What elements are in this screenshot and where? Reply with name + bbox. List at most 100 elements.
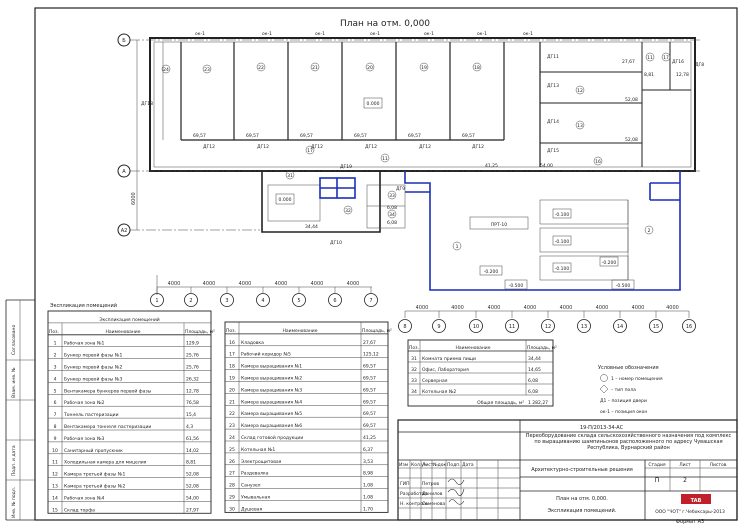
door-dg19: ДГ19 [340, 164, 352, 170]
table-cell: 7 [54, 412, 57, 418]
table-cell: 54,00 [186, 495, 199, 501]
room-mark-16: 16 [595, 159, 601, 165]
area-34: 6,08 [387, 220, 397, 226]
axis-col-11: 11 [509, 324, 515, 330]
table-cell: Серверная [422, 378, 448, 384]
table-cell: 28 [229, 483, 235, 489]
table-header: Площадь, м² [527, 345, 557, 351]
table-cell: Рабочая зона №3 [64, 436, 105, 442]
door-dg15: ДГ15 [547, 148, 559, 154]
axis-col-12: 12 [545, 324, 551, 330]
axis-col-6: 6 [333, 298, 336, 304]
notation-title: Условные обозначения [598, 365, 659, 371]
window-mark-2: ок-1 [262, 31, 272, 37]
dim-6000: 6000 [131, 192, 137, 205]
axis-col-1: 1 [155, 298, 158, 304]
axis-row-b: Б [122, 38, 126, 44]
table-header: Поз. [409, 345, 419, 351]
table-header: Площадь, м² [185, 329, 215, 335]
table-cell: 4,3 [186, 424, 193, 430]
table-cell: Бункер первой фазы №1 [64, 352, 122, 359]
level-hall-3: -0.500 [509, 283, 524, 289]
dim-span-r0: 4000 [416, 305, 429, 311]
tb-role: Разработал [400, 491, 427, 497]
axis-col-13: 13 [581, 324, 587, 330]
table-header: Поз. [226, 328, 236, 334]
door-dg13: ДГ13 [547, 83, 559, 89]
side-stamp-agreed: Согласовано [11, 325, 17, 355]
table-cell: Рабочая зона №2 [64, 400, 105, 406]
room-mark-34: 34 [389, 212, 395, 218]
table-cell: 22 [229, 411, 235, 417]
level-hall-2: -0.500 [616, 283, 631, 289]
tb-sheet-name-2: Экспликация помещений. [548, 507, 617, 514]
room-mark-31: 31 [287, 173, 293, 179]
dim-span-l5: 4000 [347, 281, 360, 287]
table-cell: 4 [54, 376, 57, 382]
table-cell: 129,9 [186, 341, 199, 347]
table-cell: 52,08 [186, 472, 199, 478]
tb-code: 19-П/2013-34-АС [580, 425, 624, 431]
dim-span-l3: 4000 [275, 281, 288, 287]
room-mark-11b: 11 [382, 156, 388, 162]
table-cell: Рабочая зона №1 [64, 341, 105, 347]
table-title: Экспликация помещений [99, 316, 159, 323]
table-cell: 29 [229, 495, 235, 501]
axis-row-a2: А2 [121, 228, 128, 234]
table-cell: 27,67 [363, 340, 376, 346]
notation-item-3: Д1 – позиция двери [600, 398, 647, 404]
axis-col-14: 14 [617, 324, 623, 330]
area-5: 12,78 [676, 72, 689, 78]
table-cell: 25,76 [186, 353, 199, 359]
tb-description: Переоборудование склада сельскохозяйстве… [525, 433, 732, 451]
table-cell: 33 [411, 378, 417, 384]
table-cell: Склад готовой продукции [241, 434, 303, 441]
level-chamber-1: -0.100 [555, 212, 570, 218]
table-cell: 69,57 [363, 411, 376, 417]
dim-span-l0: 4000 [168, 281, 181, 287]
table-cell: 1 [54, 341, 57, 347]
dim-span-r3: 4000 [524, 305, 537, 311]
room-mark-20: 20 [367, 65, 373, 71]
door-dg12b: ДГ12 [257, 144, 269, 150]
axis-row-markers: Б А А2 6000 [117, 33, 138, 237]
axis-lines [130, 39, 700, 231]
door-dg16: ДГ16 [672, 59, 684, 65]
axis-col-10: 10 [473, 324, 479, 330]
table-cell: Комната приема пищи [422, 356, 476, 362]
level-chamber-2: -0.100 [555, 239, 570, 245]
table-header: Поз. [49, 329, 59, 335]
table-cell: 13 [52, 484, 58, 490]
table-cell: 18 [229, 364, 235, 370]
axis-col-16: 16 [686, 324, 692, 330]
table-cell: Камера выращивания №6 [241, 423, 302, 429]
table-cell: 69,57 [363, 364, 376, 370]
axis-col-8: 8 [403, 324, 406, 330]
format-label: Формат А3 [676, 519, 704, 525]
room-mark-2: 2 [648, 228, 651, 234]
table-cell: Склад торфа [64, 507, 95, 513]
table-cell: Камера выращивания №3 [241, 387, 302, 393]
door-dg9: ДГ9 [396, 186, 405, 192]
table-cell: 69,57 [363, 399, 376, 405]
room-mark-19: 19 [421, 65, 427, 71]
area-19: 69,57 [408, 133, 421, 139]
table-cell: Рабочая зона №4 [64, 495, 105, 501]
area-22: 69,57 [246, 133, 259, 139]
area-12: 52,08 [625, 97, 638, 103]
dim-span-r6: 4000 [632, 305, 645, 311]
dim-span-r5: 4000 [596, 305, 609, 311]
axis-col-5: 5 [297, 298, 300, 304]
area-13: 52,08 [625, 137, 638, 143]
table-cell: 34,44 [528, 356, 541, 362]
tb-col-header: Подп. [447, 462, 461, 468]
table-cell: 6,08 [528, 378, 538, 384]
side-stamp-sign: Подп. и дата [11, 445, 17, 476]
table-cell: 21 [229, 399, 235, 405]
table-cell: Камера третьей фазы №2 [64, 483, 125, 490]
